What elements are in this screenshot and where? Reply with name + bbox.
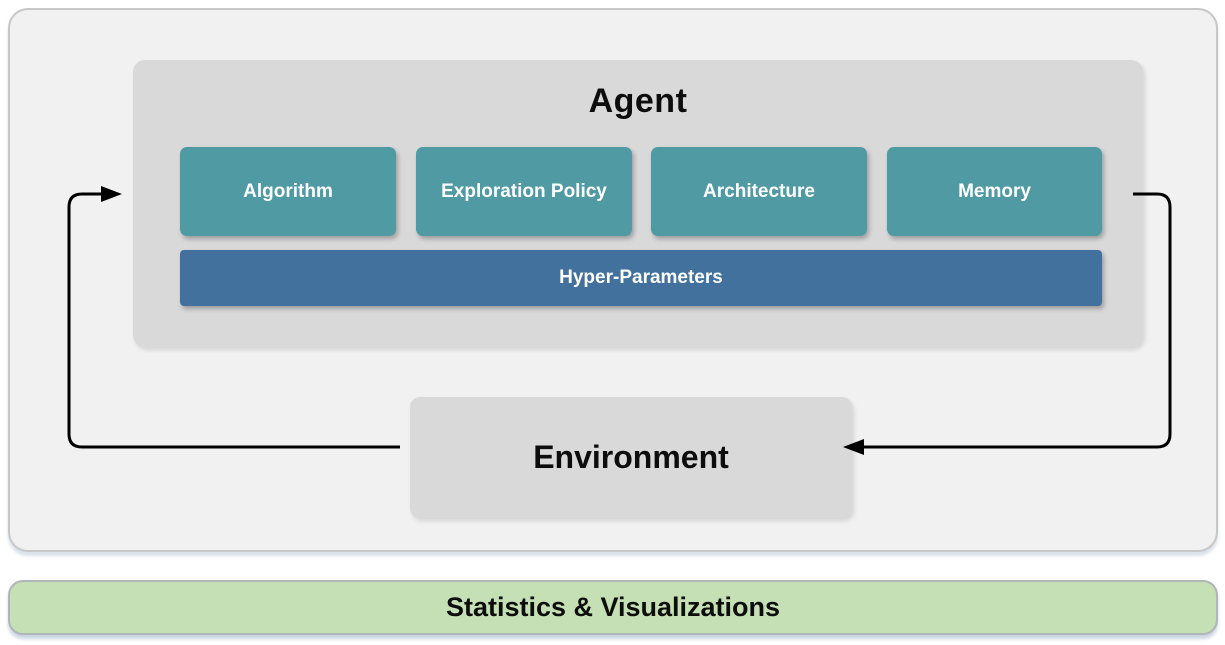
agent-container: Agent Algorithm Exploration Policy Archi… bbox=[133, 60, 1143, 347]
main-panel: Agent Algorithm Exploration Policy Archi… bbox=[8, 8, 1218, 552]
module-algorithm: Algorithm bbox=[180, 147, 396, 236]
hyper-parameters-bar: Hyper-Parameters bbox=[180, 250, 1102, 306]
module-architecture: Architecture bbox=[651, 147, 867, 236]
agent-title: Agent bbox=[588, 82, 688, 120]
module-memory: Memory bbox=[887, 147, 1102, 236]
module-exploration-policy: Exploration Policy bbox=[416, 147, 632, 236]
environment-box: Environment bbox=[410, 397, 852, 518]
statistics-visualizations-bar: Statistics & Visualizations bbox=[8, 580, 1218, 635]
